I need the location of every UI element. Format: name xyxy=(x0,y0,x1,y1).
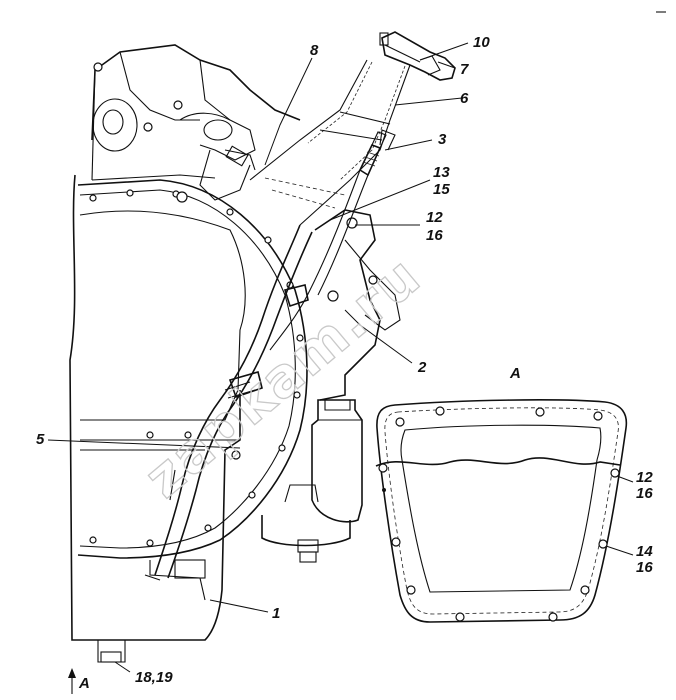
callout-12: 12 xyxy=(426,209,443,226)
callout-3: 3 xyxy=(438,131,447,148)
callout-2: 2 xyxy=(417,359,427,376)
callout-view-14: 14 xyxy=(636,543,653,560)
callout-view-a: A xyxy=(78,675,90,692)
callout-view-16b: 16 xyxy=(636,559,653,576)
callout-5: 5 xyxy=(36,431,45,448)
callout-15: 15 xyxy=(433,181,450,198)
view-a-detail: A 12 16 14 16 xyxy=(375,365,653,623)
up-arrow-icon xyxy=(68,668,76,678)
sender-3 xyxy=(358,131,387,177)
callout-13: 13 xyxy=(433,164,450,181)
dipstick-tube xyxy=(144,59,411,581)
callout-view-16a: 16 xyxy=(636,485,653,502)
callouts: 10 7 8 6 3 13 15 12 16 2 5 1 18,19 xyxy=(36,34,490,686)
leader-lines xyxy=(47,42,469,673)
view-a-title: A xyxy=(509,365,521,382)
oil-filter-assembly xyxy=(261,209,401,563)
callout-8: 8 xyxy=(310,42,319,59)
callout-6: 6 xyxy=(460,90,469,107)
callout-10: 10 xyxy=(473,34,490,51)
flywheel-bolts xyxy=(89,62,304,547)
upper-fittings xyxy=(179,112,256,201)
callout-16: 16 xyxy=(426,227,443,244)
callout-1: 1 xyxy=(272,605,280,622)
dipstick-handle xyxy=(379,31,456,81)
callout-7: 7 xyxy=(460,61,469,78)
callout-18-19: 18,19 xyxy=(135,669,173,686)
callout-view-12: 12 xyxy=(636,469,653,486)
view-a-marker: A xyxy=(68,668,90,694)
